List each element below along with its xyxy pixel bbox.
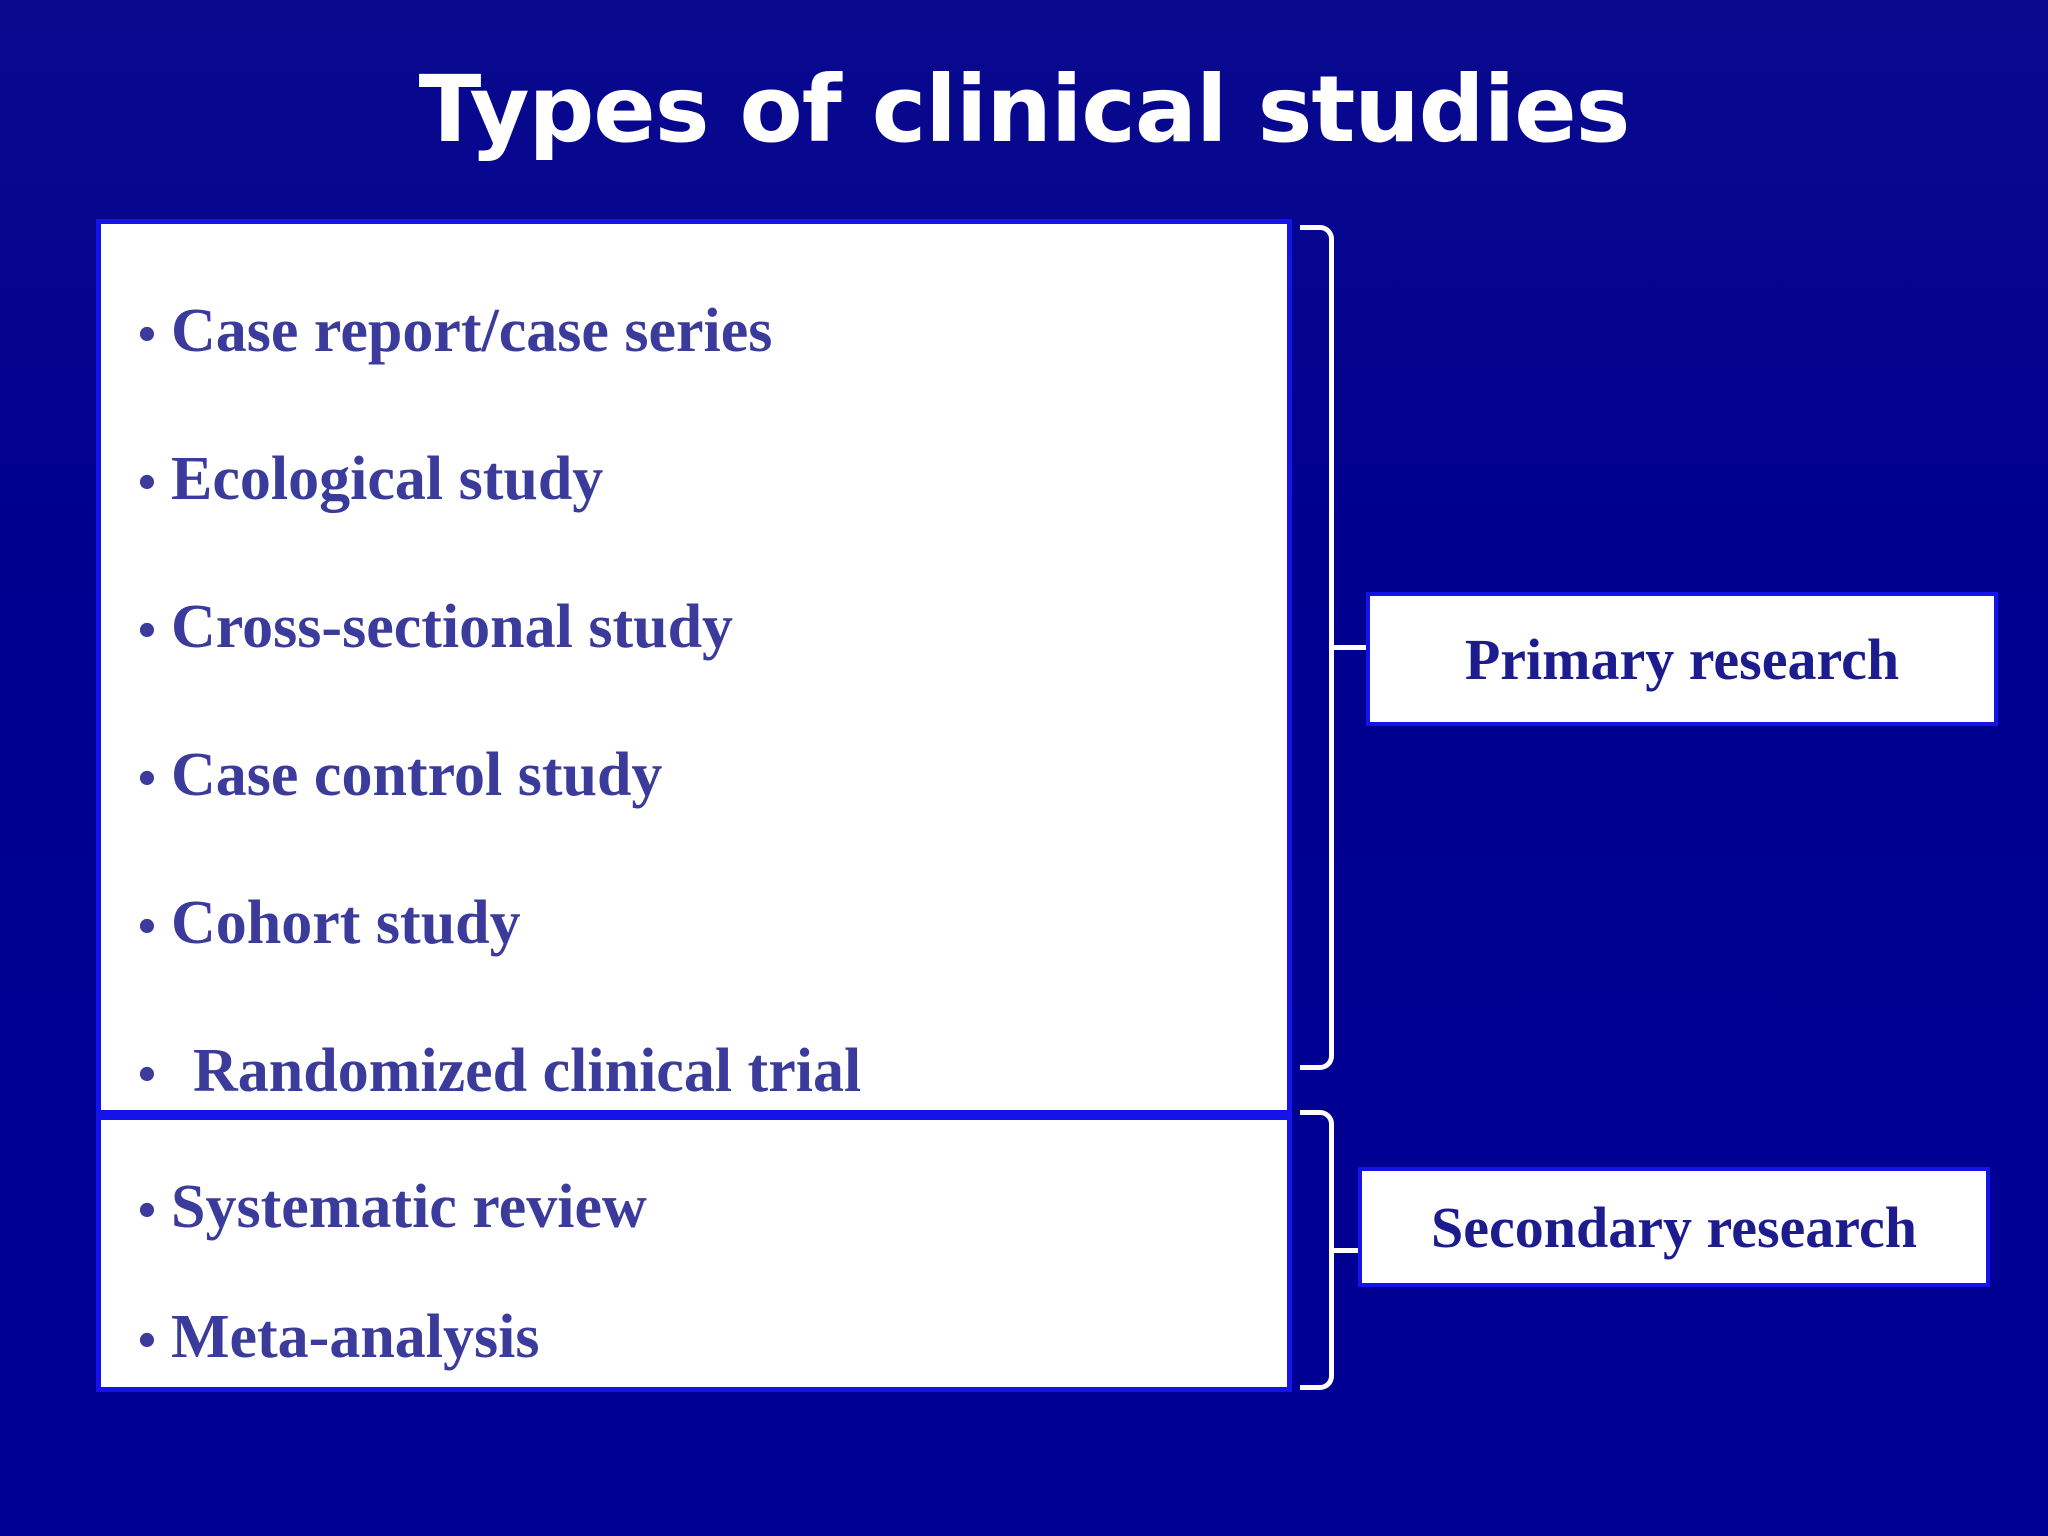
bullet-icon: • <box>137 602 157 659</box>
primary-bullet-list: • Case report/case series • Ecological s… <box>101 224 1287 1110</box>
secondary-research-label: Secondary research <box>1358 1167 1990 1287</box>
bullet-icon: • <box>137 1182 157 1239</box>
primary-research-label: Primary research <box>1366 592 1998 726</box>
list-item-label: Case control study <box>171 741 663 809</box>
bullet-icon: • <box>137 898 157 955</box>
list-item[interactable]: • Meta-analysis <box>123 1306 540 1368</box>
bullet-icon: • <box>137 306 157 363</box>
list-item-label: Cohort study <box>171 889 521 957</box>
list-item-label: Case report/case series <box>171 297 773 365</box>
secondary-bullet-list: • Systematic review • Meta-analysis <box>101 1120 1287 1387</box>
bullet-icon: • <box>137 750 157 807</box>
primary-research-box: • Case report/case series • Ecological s… <box>96 219 1292 1115</box>
list-item[interactable]: • Randomized clinical trial <box>123 1040 861 1102</box>
primary-research-bracket <box>1300 225 1334 1070</box>
bullet-icon: • <box>137 1046 157 1103</box>
bullet-icon: • <box>137 1312 157 1369</box>
bullet-icon: • <box>137 454 157 511</box>
primary-research-bracket-tick <box>1334 645 1370 650</box>
list-item-label: Randomized clinical trial <box>193 1037 862 1105</box>
secondary-research-bracket <box>1300 1110 1334 1390</box>
list-item-label: Ecological study <box>171 445 604 513</box>
page-title: Types of clinical studies <box>418 56 1631 163</box>
list-item[interactable]: • Cohort study <box>123 892 521 954</box>
list-item-label: Cross-sectional study <box>171 593 734 661</box>
list-item-label: Meta-analysis <box>171 1303 540 1371</box>
list-item[interactable]: • Cross-sectional study <box>123 596 733 658</box>
list-item[interactable]: • Systematic review <box>123 1176 647 1238</box>
secondary-research-bracket-tick <box>1334 1248 1370 1253</box>
list-item[interactable]: • Case control study <box>123 741 663 809</box>
secondary-research-box: • Systematic review • Meta-analysis <box>96 1115 1292 1392</box>
list-item-label: Systematic review <box>171 1173 647 1241</box>
list-item[interactable]: • Ecological study <box>123 448 603 510</box>
list-item[interactable]: • Case report/case series <box>123 297 773 365</box>
